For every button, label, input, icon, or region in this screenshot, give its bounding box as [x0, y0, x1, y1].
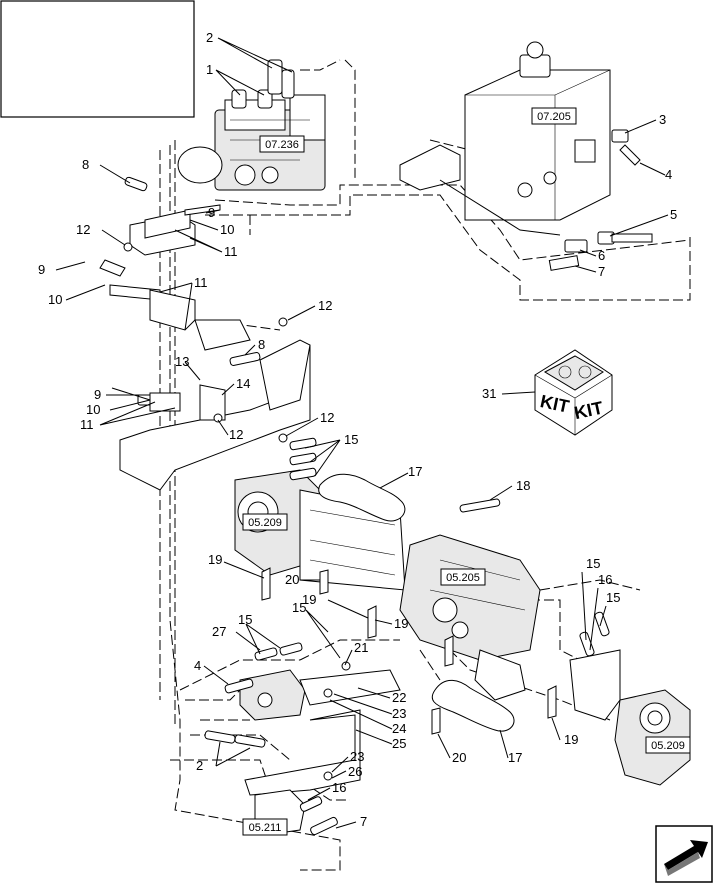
boot-lower [431, 679, 515, 732]
callout-19-left: 19 [208, 552, 222, 567]
kit-box: KIT KIT [534, 349, 613, 436]
ref-label-05-211: 05.211 [249, 822, 282, 834]
callout-12-right: 12 [320, 410, 334, 425]
callout-16-right: 16 [598, 572, 612, 587]
ref-box-05-209-left[interactable] [242, 513, 288, 531]
callout-8-mid: 8 [258, 337, 265, 352]
callout-15-upper: 15 [344, 432, 358, 447]
callout-19-lower-right: 19 [564, 732, 578, 747]
callout-23-lower: 23 [350, 749, 364, 764]
mounting-plates [244, 661, 401, 796]
ref-label-07-205: 07.205 [537, 111, 571, 123]
bolt-18 [459, 498, 501, 513]
callout-13: 13 [175, 354, 189, 369]
callout-26: 26 [348, 764, 362, 779]
lower-valve [204, 642, 306, 748]
ref-box-05-211[interactable] [242, 818, 288, 836]
callout-12-mid: 12 [318, 298, 332, 313]
callout-16-lower: 16 [332, 780, 346, 795]
callout-18: 18 [516, 478, 530, 493]
ref-label-05-209-left: 05.209 [248, 517, 282, 529]
callout-19-right-mid: 19 [394, 616, 408, 631]
callout-31: 31 [482, 386, 496, 401]
callout-27: 27 [212, 624, 226, 639]
ref-box-07-236[interactable] [259, 135, 305, 153]
next-page-arrow-icon[interactable] [655, 825, 713, 883]
callout-25: 25 [392, 736, 406, 751]
callout-10-upper: 10 [220, 222, 234, 237]
callout-9-upper: 9 [208, 205, 215, 220]
callout-15-right-top: 15 [586, 556, 600, 571]
callout-8-top: 8 [82, 157, 89, 172]
callout-22: 22 [392, 690, 406, 705]
callout-4-lower: 4 [194, 658, 201, 673]
ref-label-05-205: 05.205 [446, 572, 480, 584]
callout-15-right: 15 [606, 590, 620, 605]
callout-17-lower: 17 [508, 750, 522, 765]
boot-upper [318, 473, 406, 522]
callout-10-left: 10 [48, 292, 62, 307]
callout-5: 5 [670, 207, 677, 222]
ref-label-05-209-right: 05.209 [651, 740, 685, 752]
callout-2-lower: 2 [196, 758, 203, 773]
callout-6: 6 [598, 248, 605, 263]
right-actuator [569, 611, 691, 786]
callout-numbers: 2 1 3 4 5 6 7 8 9 10 11 12 9 10 11 12 8 … [38, 30, 677, 829]
callout-20-lower: 20 [452, 750, 466, 765]
tank-fittings [548, 129, 653, 271]
callout-4-top: 4 [665, 167, 672, 182]
oil-tank [399, 41, 611, 236]
clamps [261, 567, 557, 735]
mid-frame [111, 339, 311, 491]
ref-box-05-205[interactable] [440, 568, 486, 586]
ref-box-05-209-right[interactable] [645, 736, 691, 754]
callout-23-upper: 23 [392, 706, 406, 721]
axle-housing [399, 534, 541, 701]
ref-box-07-205[interactable] [531, 107, 577, 125]
callout-7-lower: 7 [360, 814, 367, 829]
title-box [0, 0, 195, 118]
hydraulic-valve-block [177, 59, 326, 191]
leader-lines [55, 37, 669, 829]
callout-20-upper: 20 [285, 572, 299, 587]
callout-11-mid: 11 [194, 275, 208, 290]
callout-19-mid: 19 [302, 592, 316, 607]
callout-14: 14 [236, 376, 250, 391]
callout-9-left: 9 [38, 262, 45, 277]
callout-17-upper: 17 [408, 464, 422, 479]
callout-9-lower: 9 [94, 387, 101, 402]
callout-15-lower-left: 15 [238, 612, 252, 627]
callout-15-lower-center: 15 [292, 600, 306, 615]
callout-12-lower: 12 [229, 427, 243, 442]
callout-7-top: 7 [598, 264, 605, 279]
callout-11-lower: 11 [80, 417, 94, 432]
callout-24: 24 [392, 721, 406, 736]
callout-2-top: 2 [206, 30, 213, 45]
callout-1: 1 [206, 62, 213, 77]
callout-12-upper: 12 [76, 222, 90, 237]
callout-3: 3 [659, 112, 666, 127]
callout-21: 21 [354, 640, 368, 655]
callout-10-lower: 10 [86, 402, 100, 417]
ref-label-07-236: 07.236 [265, 139, 299, 151]
callout-11-upper: 11 [224, 244, 238, 259]
